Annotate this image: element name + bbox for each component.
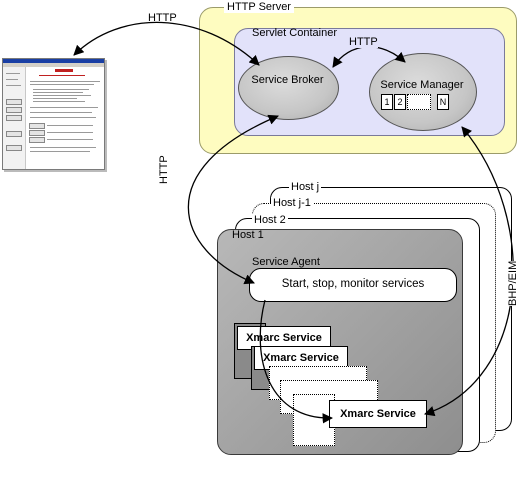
- browser-window-image: [2, 58, 105, 170]
- host-j1-label: Host j-1: [271, 197, 313, 209]
- service-manager-label: Service Manager: [380, 79, 464, 91]
- service-broker-label: Service Broker: [251, 74, 324, 86]
- manager-slot-placeholder: [407, 94, 431, 110]
- xmarc-service: Xmarc Service: [329, 400, 427, 428]
- agent-service-arrow: [259, 299, 334, 424]
- http-label-broker-manager: HTTP: [349, 36, 378, 48]
- service-agent-description: Start, stop, monitor services: [281, 278, 425, 290]
- servlet-container-label: Servlet Container: [252, 27, 337, 39]
- http-broker-manager-arrow: [332, 46, 406, 68]
- manager-slot: 2: [394, 94, 406, 110]
- service-broker-node: [238, 56, 339, 120]
- http-browser-broker-arrow: [73, 21, 260, 66]
- http-label-browser: HTTP: [148, 12, 177, 24]
- manager-slot: 1: [381, 94, 393, 110]
- manager-slot: N: [437, 94, 449, 110]
- bhp-manager-service-arrow: [424, 126, 514, 417]
- host-j-label: Host j: [289, 181, 322, 193]
- http-broker-agent-arrow: [187, 114, 279, 285]
- service-agent-box: [249, 268, 457, 302]
- http-server-label: HTTP Server: [224, 1, 294, 13]
- bhp-eim-label: BHP/EIM: [507, 260, 519, 306]
- http-label-agent: HTTP: [158, 155, 170, 184]
